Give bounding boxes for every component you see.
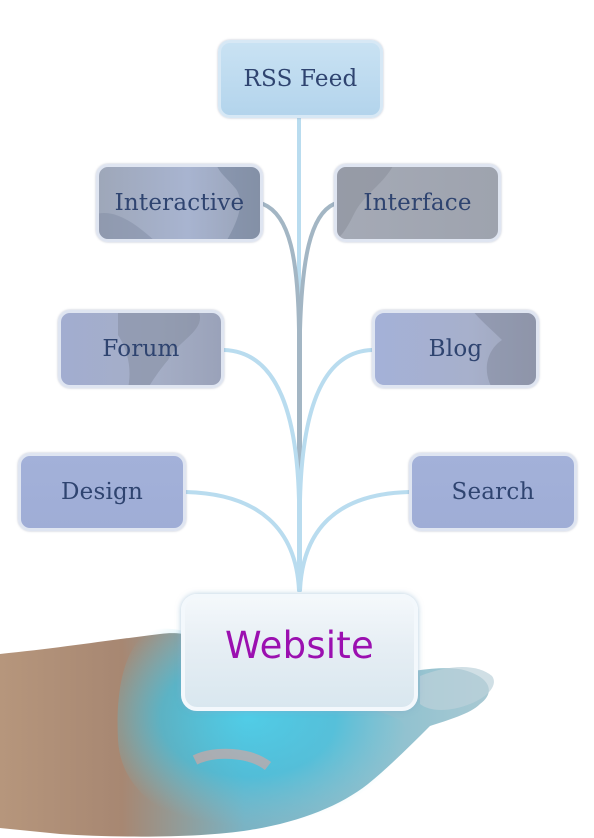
map-texture-icon	[118, 313, 200, 385]
connector-interface	[298, 202, 336, 592]
node-interactive: Interactive	[96, 164, 263, 242]
node-interface: Interface	[334, 164, 501, 242]
node-label: Search	[451, 479, 535, 505]
node-label: Design	[61, 479, 143, 505]
connector-forum	[222, 348, 301, 592]
node-design: Design	[18, 453, 186, 531]
node-label: Forum	[102, 336, 180, 362]
map-texture-icon	[337, 167, 393, 239]
node-forum: Forum	[58, 310, 224, 388]
node-label: Blog	[428, 336, 483, 362]
connector-search	[298, 490, 411, 592]
node-website: Website	[181, 594, 418, 711]
connector-blog	[298, 348, 374, 592]
node-blog: Blog	[372, 310, 539, 388]
connector-lines	[184, 116, 411, 592]
node-search: Search	[409, 453, 577, 531]
node-rss-feed: RSS Feed	[218, 40, 383, 118]
center-label: Website	[225, 624, 374, 667]
node-label: RSS Feed	[243, 66, 358, 92]
node-label: Interactive	[114, 190, 245, 216]
map-texture-icon	[474, 313, 536, 385]
node-label: Interface	[363, 190, 472, 216]
connector-design	[184, 490, 301, 592]
map-texture-icon	[99, 167, 260, 239]
